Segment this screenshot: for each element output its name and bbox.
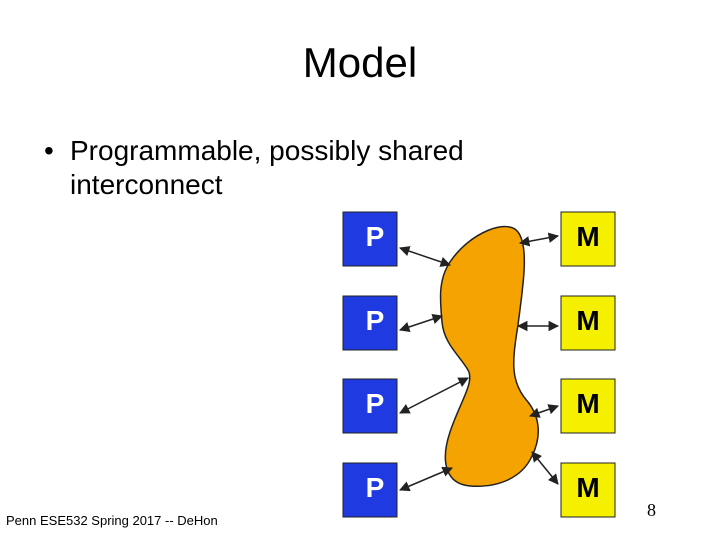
page-number: 8 bbox=[647, 500, 656, 520]
link-arrow bbox=[518, 232, 560, 247]
link-arrow bbox=[399, 314, 443, 332]
slide-footer: Penn ESE532 Spring 2017 -- DeHon bbox=[6, 513, 218, 528]
processor-rect bbox=[342, 295, 398, 351]
processor-label: P bbox=[366, 305, 385, 336]
link-arrow bbox=[399, 246, 451, 267]
interconnect-blob bbox=[439, 225, 539, 487]
processor-label: P bbox=[366, 472, 385, 503]
processor-rect bbox=[342, 211, 398, 267]
processor-rect bbox=[342, 378, 398, 434]
bullet-list: • Programmable, possibly shared intercon… bbox=[44, 134, 564, 202]
link-arrow bbox=[529, 404, 559, 418]
memory-rect bbox=[560, 378, 616, 434]
memory-box: M bbox=[560, 378, 616, 434]
memory-rect bbox=[560, 295, 616, 351]
link-arrow bbox=[399, 466, 453, 492]
memory-box: M bbox=[560, 462, 616, 518]
memory-rect bbox=[560, 211, 616, 267]
memory-label: M bbox=[576, 221, 599, 252]
memory-box: M bbox=[560, 211, 616, 267]
link-arrow bbox=[399, 377, 469, 414]
processor-box: P bbox=[342, 462, 398, 518]
processor-rect bbox=[342, 462, 398, 518]
memory-label: M bbox=[576, 388, 599, 419]
slide-title: Model bbox=[302, 39, 418, 86]
memory-label: M bbox=[576, 472, 599, 503]
processor-box: P bbox=[342, 211, 398, 267]
memory-rect bbox=[560, 462, 616, 518]
processor-box: P bbox=[342, 295, 398, 351]
memory-label: M bbox=[576, 305, 599, 336]
processor-label: P bbox=[366, 388, 385, 419]
bullet-marker: • bbox=[44, 135, 54, 166]
bullet-item: • Programmable, possibly shared intercon… bbox=[44, 134, 564, 202]
bullet-text: Programmable, possibly shared interconne… bbox=[70, 135, 464, 200]
link-arrow bbox=[531, 451, 559, 485]
processor-box: P bbox=[342, 378, 398, 434]
memory-box: M bbox=[560, 295, 616, 351]
processor-label: P bbox=[366, 221, 385, 252]
